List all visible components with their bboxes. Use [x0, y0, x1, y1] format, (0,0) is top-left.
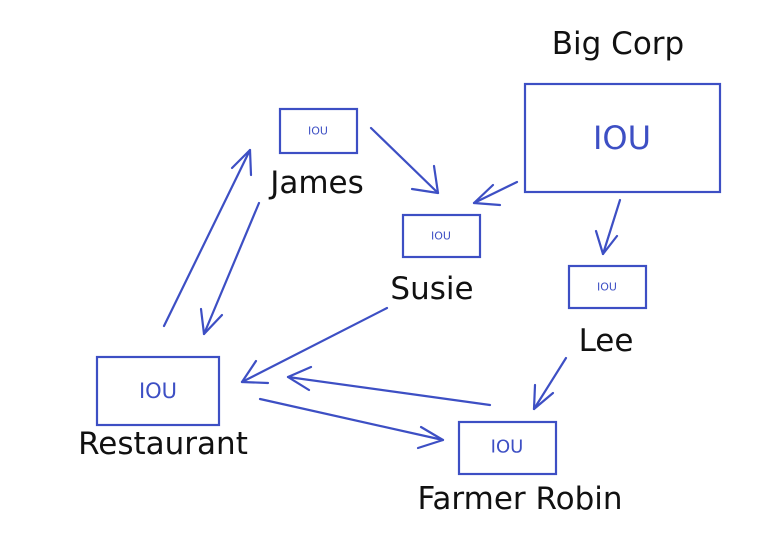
node-restaurant: IOU Restaurant [78, 355, 248, 462]
iou-box-james [278, 107, 359, 155]
label-susie: Susie [390, 271, 473, 307]
edge-susie-to-restaurant [240, 306, 389, 385]
iou-text-restaurant: IOU [139, 379, 177, 403]
node-farmer-robin: IOU Farmer Robin [417, 420, 623, 517]
iou-box-restaurant [95, 355, 221, 427]
node-susie: IOU Susie [390, 213, 482, 307]
node-big-corp: IOU Big Corp [523, 26, 722, 194]
label-lee: Lee [579, 323, 634, 359]
iou-box-farmer-robin [457, 420, 558, 476]
node-james: IOU James [268, 107, 364, 201]
edge-restaurant-to-farmer-robin [258, 397, 445, 450]
label-farmer-robin: Farmer Robin [417, 481, 622, 517]
iou-box-susie [401, 213, 482, 259]
label-big-corp: Big Corp [552, 26, 684, 62]
iou-text-susie: IOU [431, 230, 451, 243]
iou-box-lee [567, 264, 648, 310]
label-james: James [268, 165, 364, 201]
edge-big-corp-to-lee [594, 198, 622, 256]
iou-text-james: IOU [308, 125, 328, 138]
iou-text-lee: IOU [597, 281, 617, 294]
edge-james-to-susie [369, 126, 440, 195]
label-restaurant: Restaurant [78, 426, 248, 462]
iou-text-farmer-robin: IOU [491, 437, 524, 458]
edge-lee-to-farmer-robin [532, 356, 568, 411]
edge-restaurant-to-james [162, 148, 253, 328]
iou-text-big-corp: IOU [593, 119, 651, 157]
edge-farmer-robin-to-restaurant [286, 365, 492, 407]
edge-james-to-restaurant [199, 201, 261, 336]
iou-box-big-corp [523, 82, 722, 194]
node-lee: IOU Lee [567, 264, 648, 359]
edge-big-corp-to-susie [472, 180, 519, 207]
